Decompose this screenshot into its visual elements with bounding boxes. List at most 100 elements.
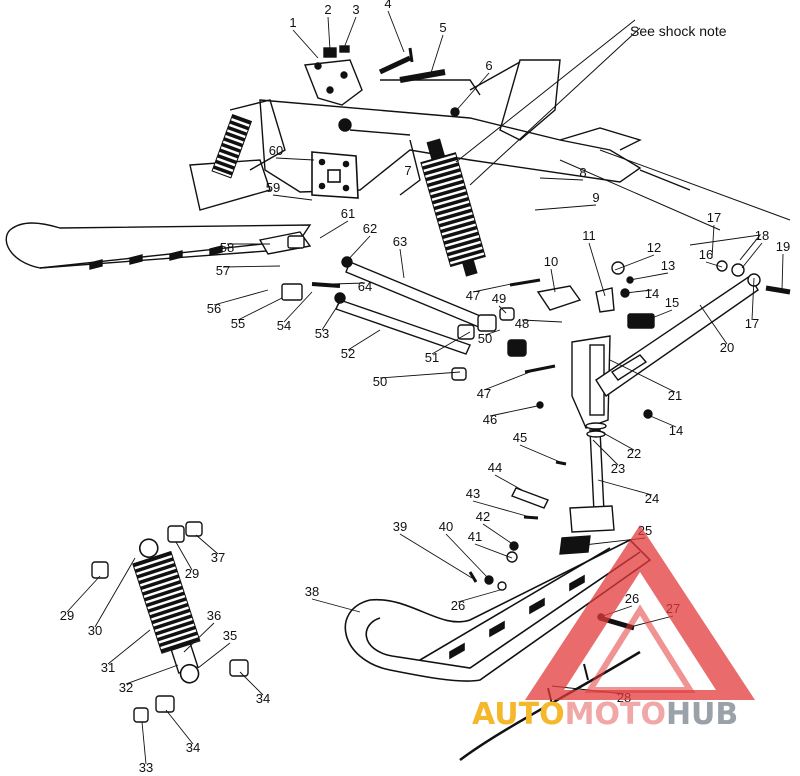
watermark-auto: AUTO	[472, 697, 565, 732]
leader-line-c61	[319, 220, 349, 239]
callout-c15: 15	[665, 295, 679, 310]
callout-c56: 56	[207, 301, 221, 316]
callout-c11: 11	[582, 228, 596, 243]
leader-line-c29	[175, 541, 193, 571]
leader-line-c8	[539, 177, 584, 181]
callout-c50: 50	[478, 331, 492, 346]
callout-c61: 61	[341, 206, 355, 221]
callout-c35: 35	[223, 628, 237, 643]
leader-line-c14	[624, 289, 653, 294]
leader-line-c63	[399, 248, 405, 279]
leader-line-c22	[597, 429, 635, 451]
shock-mount-bracket	[304, 45, 460, 132]
leader-line-c41	[474, 543, 513, 559]
leader-line-c17	[711, 224, 715, 259]
callout-c46: 46	[483, 412, 497, 427]
leader-line-c19	[781, 253, 784, 291]
shock-detail	[91, 521, 249, 723]
callout-c40: 40	[439, 519, 453, 534]
callout-c42: 42	[476, 509, 490, 524]
leader-line-c10	[550, 268, 556, 293]
leader-line-c47	[472, 282, 517, 293]
leader-line-c2	[327, 16, 331, 51]
leader-line-c45	[519, 444, 561, 463]
callout-c1: 1	[289, 15, 296, 30]
callout-c17b: 17	[745, 316, 759, 331]
callout-c57: 57	[216, 263, 230, 278]
leader-line-c12	[614, 254, 655, 271]
callout-c30: 30	[88, 623, 102, 638]
leader-line-c24	[597, 479, 653, 496]
leader-line-c54	[283, 291, 313, 323]
callout-c53: 53	[315, 326, 329, 341]
leader-line-c26	[457, 589, 501, 603]
bushings	[451, 278, 556, 381]
leader-line-c17b	[751, 277, 755, 321]
leader-line-c44	[494, 474, 523, 491]
callout-c23: 23	[611, 461, 625, 476]
callout-c12: 12	[647, 240, 661, 255]
callout-c49: 49	[492, 291, 506, 306]
watermark-moto: MOTO	[565, 697, 666, 732]
leader-line-c49	[498, 305, 507, 314]
callout-c5: 5	[439, 20, 446, 35]
ski-hardware	[468, 460, 591, 591]
callout-c26b: 26	[625, 591, 639, 606]
callout-c43: 43	[466, 486, 480, 501]
background-shock	[211, 113, 253, 179]
leader-line-c37	[195, 534, 219, 555]
callout-c63: 63	[393, 234, 407, 249]
leader-line-c32	[125, 664, 179, 685]
leader-line-c50	[484, 329, 501, 336]
callout-c32: 32	[119, 680, 133, 695]
leader-line-c14b	[647, 414, 677, 428]
steering-arm	[595, 234, 791, 419]
leader-line-c30	[94, 557, 136, 628]
callout-c14: 14	[645, 286, 659, 301]
leader-line-c33	[141, 721, 147, 765]
shock-note: See shock note	[630, 23, 727, 39]
leader-line-c56	[213, 289, 269, 306]
leader-line-c16	[705, 261, 723, 268]
leader-line-c35	[197, 642, 231, 669]
callout-c31: 31	[101, 660, 115, 675]
callout-c22: 22	[627, 446, 641, 461]
callout-c50b: 50	[373, 374, 387, 389]
callout-c19: 19	[776, 239, 790, 254]
callout-c59: 59	[266, 180, 280, 195]
bracket-plate	[311, 151, 359, 199]
leader-line-c9	[534, 204, 597, 211]
callout-c58: 58	[220, 240, 234, 255]
svg-text:AUTOMOTOHUB: AUTOMOTOHUB	[472, 697, 738, 732]
leader-line-c5	[429, 34, 444, 77]
leader-line-c31	[107, 629, 151, 665]
callout-c13: 13	[661, 258, 675, 273]
callout-c64: 64	[358, 279, 372, 294]
callout-c60: 60	[269, 143, 283, 158]
leader-line-c51	[431, 331, 471, 355]
callout-c18: 18	[755, 228, 769, 243]
callout-c44: 44	[488, 460, 502, 475]
callout-c20: 20	[720, 340, 734, 355]
leader-line-c6	[454, 72, 490, 113]
leader-line-c62	[345, 235, 371, 263]
callout-c45: 45	[513, 430, 527, 445]
callout-c33: 33	[139, 760, 153, 775]
leader-line-c55	[237, 297, 283, 321]
leader-line-c42	[482, 523, 515, 546]
watermark-triangle-icon	[525, 525, 755, 700]
front-shock	[420, 19, 641, 277]
callout-c34b: 34	[186, 740, 200, 755]
callout-c39: 39	[393, 519, 407, 534]
leader-line-c18	[741, 242, 763, 269]
leader-line-c53	[321, 301, 341, 331]
leader-line-c3	[343, 16, 357, 49]
leader-line-c1	[292, 29, 319, 59]
callout-c17: 17	[707, 210, 721, 225]
callout-c51: 51	[425, 350, 439, 365]
callout-c37: 37	[211, 550, 225, 565]
callout-c48: 48	[515, 316, 529, 331]
callout-c29b: 29	[60, 608, 74, 623]
